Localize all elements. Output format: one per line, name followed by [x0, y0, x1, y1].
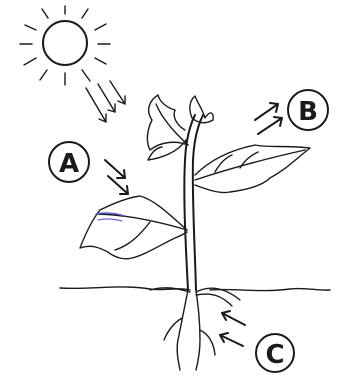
- label-a: A: [49, 142, 89, 182]
- arrows-a: [105, 160, 128, 194]
- sun-icon: [20, 6, 110, 85]
- plant-stem: [184, 115, 203, 290]
- label-c-text: C: [265, 340, 284, 370]
- label-c: C: [256, 334, 294, 372]
- arrows-b: [255, 103, 282, 134]
- sunlight-arrows: [86, 81, 125, 122]
- leaf-upper-left: [147, 95, 188, 160]
- label-b-text: B: [298, 97, 318, 127]
- label-b: B: [288, 90, 328, 130]
- arrows-c: [220, 311, 245, 346]
- leaf-lower-left: [80, 196, 187, 259]
- label-a-text: A: [59, 149, 79, 179]
- leaf-right: [195, 145, 310, 193]
- plant-roots: [150, 288, 240, 370]
